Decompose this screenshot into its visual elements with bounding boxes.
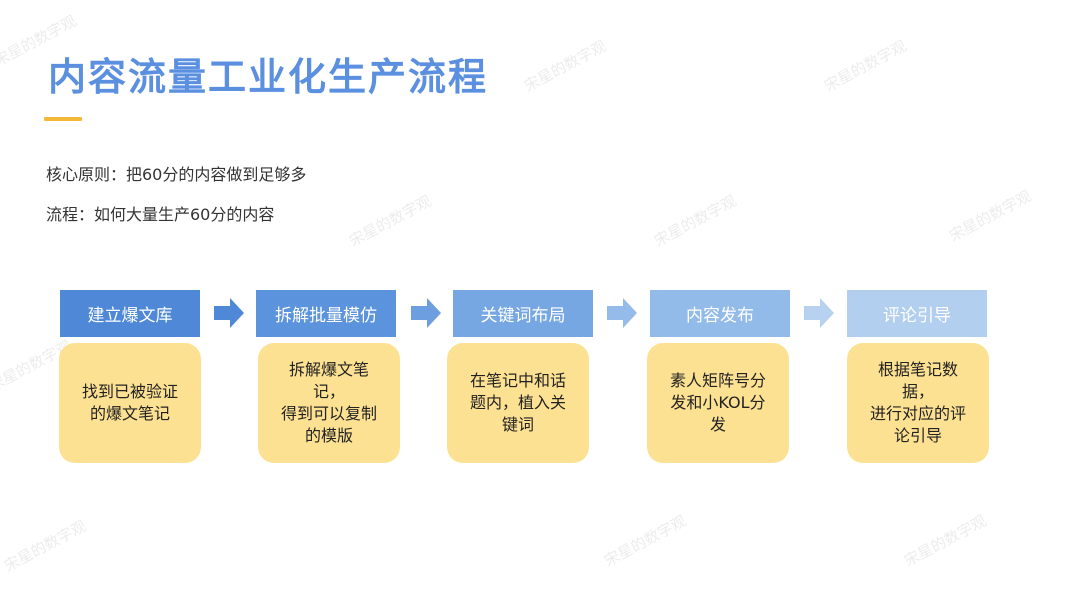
flow-arrow-3-icon <box>607 298 637 328</box>
step-4-card: 素人矩阵号分 发和小KOL分 发 <box>647 343 789 463</box>
watermark: 宋星的数字观 <box>901 511 990 571</box>
step-2-description: 拆解爆文笔记， 得到可以复制 的模版 <box>280 360 377 445</box>
watermark: 宋星的数字观 <box>601 511 690 571</box>
step-2-header: 拆解批量模仿 <box>256 290 396 337</box>
step-1-card: 找到已被验证 的爆文笔记 <box>59 343 201 463</box>
flow-arrow-1-icon <box>214 298 244 328</box>
step-3-title: 关键词布局 <box>480 306 566 326</box>
step-4-description: 素人矩阵号分 发和小KOL分 发 <box>669 371 766 434</box>
step-1-title: 建立爆文库 <box>87 306 173 326</box>
step-4-title: 内容发布 <box>686 306 754 326</box>
step-1-description: 找到已被验证 的爆文笔记 <box>81 382 178 423</box>
title-underline <box>44 117 82 121</box>
page-title: 内容流量工业化生产流程 <box>48 55 489 99</box>
step-2-title: 拆解批量模仿 <box>275 306 377 326</box>
step-5-card: 根据笔记数据， 进行对应的评 论引导 <box>847 343 989 463</box>
step-1-header: 建立爆文库 <box>60 290 200 337</box>
watermark: 宋星的数字观 <box>346 191 435 251</box>
watermark: 宋星的数字观 <box>946 186 1035 246</box>
step-5-title: 评论引导 <box>883 306 951 326</box>
watermark: 宋星的数字观 <box>651 191 740 251</box>
watermark: 宋星的数字观 <box>1 516 90 576</box>
step-5-description: 根据笔记数据， 进行对应的评 论引导 <box>869 360 966 445</box>
process-text: 流程：如何大量生产60分的内容 <box>46 205 275 224</box>
watermark: 宋星的数字观 <box>821 36 910 96</box>
step-4-header: 内容发布 <box>650 290 790 337</box>
step-5-header: 评论引导 <box>847 290 987 337</box>
core-principle-text: 核心原则：把60分的内容做到足够多 <box>46 165 307 184</box>
flow-arrow-4-icon <box>804 298 834 328</box>
step-3-header: 关键词布局 <box>453 290 593 337</box>
watermark: 宋星的数字观 <box>521 36 610 96</box>
flow-arrow-2-icon <box>411 298 441 328</box>
step-2-card: 拆解爆文笔记， 得到可以复制 的模版 <box>258 343 400 463</box>
step-3-card: 在笔记中和话 题内，植入关 键词 <box>447 343 589 463</box>
step-3-description: 在笔记中和话 题内，植入关 键词 <box>469 371 566 434</box>
